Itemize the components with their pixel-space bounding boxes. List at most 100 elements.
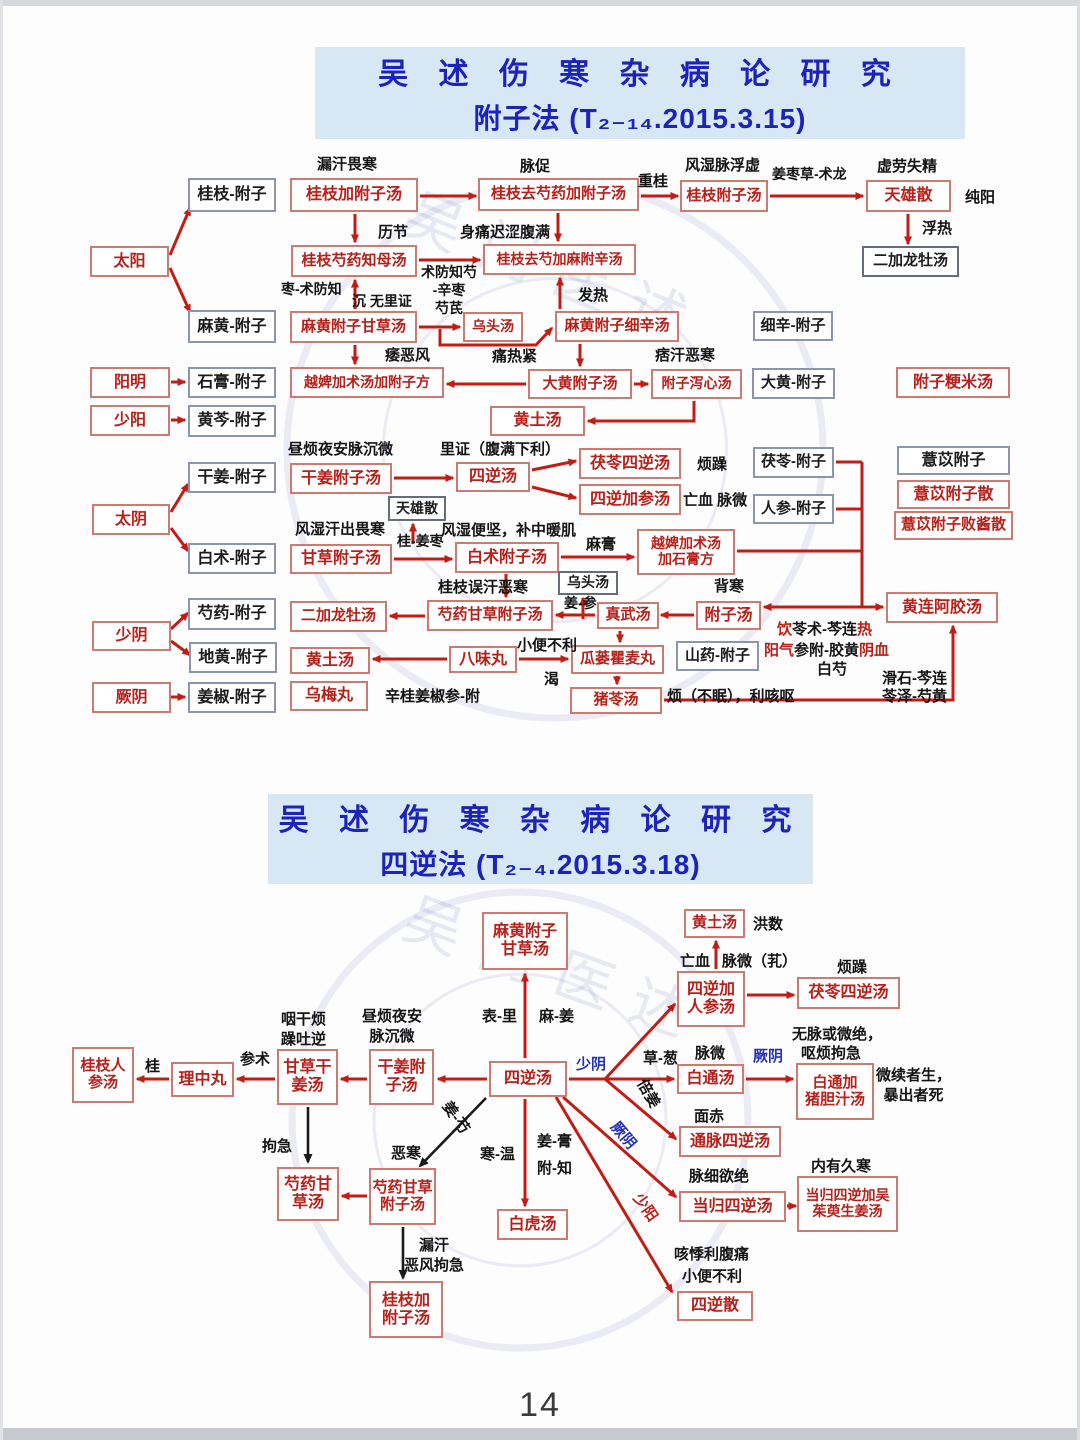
gui-jiangzao-label: 桂-姜枣 [397, 533, 444, 549]
tianxiong-san-box: 天雄散 [866, 180, 951, 212]
xingui-jiangjiao-shen-fu-label: 辛桂姜椒参-附 [385, 688, 480, 705]
wutou-tang-box: 乌头汤 [463, 312, 523, 342]
baitong-tang-box: 白通汤 [677, 1064, 744, 1094]
maiwei2-label: 脉微 [695, 1045, 726, 1062]
sini-tang2-box: 四逆汤 [489, 1061, 567, 1097]
juji2-label: 拘急 [262, 1138, 293, 1155]
shen-zhu-label: 参术 [240, 1051, 271, 1068]
dahuang-fuzi-tang-box: 大黄附子汤 [528, 369, 632, 399]
diagram1-arrow-28 [169, 611, 190, 631]
lizhong-wan-box: 理中丸 [171, 1062, 234, 1097]
ke-ji-li-futong-label: 咳悸利腹痛 [674, 1246, 750, 1263]
gancao-ganjiang-tang-line-0: 甘草干 [283, 1059, 332, 1077]
zhenwu-tang-box: 真武汤 [597, 602, 659, 629]
xulao-shijing-label: 虚劳失精 [877, 158, 938, 175]
fan-bumian-li-ke-ou-label: 烦（不眠），利咳呕 [667, 688, 795, 705]
diagram1-title-line1: 吴 述 伤 寒 杂 病 论 研 究 [378, 58, 902, 91]
yuebi-jiazhu-shigao-fang-line-0: 越婢加术汤 [651, 535, 721, 552]
zhoufan-yean-maichenwei2-line-0: 昼烦夜安 [362, 1008, 423, 1025]
diagram1-arrow-40 [664, 624, 957, 702]
han-wen-label: 寒-温 [480, 1146, 515, 1163]
wumai-huo-weijue-label: 无脉或微绝， [792, 1026, 883, 1043]
yiyi-fuzi-baijiang-san-box: 薏苡附子败酱散 [894, 511, 1013, 540]
fuzi-xiexin-tang-box: 附子泻心汤 [651, 369, 742, 399]
sini-jia-renshen-tang-line-0: 四逆加 [686, 981, 735, 999]
shaoyao-gancao-tang-line-0: 芍药甘 [283, 1176, 332, 1194]
diagram1-arrow-0 [168, 206, 192, 256]
diagram1-arrow-11 [438, 326, 554, 347]
mahuang-fuzi-gancao-tang-box: 麻黄附子甘草汤 [290, 311, 417, 343]
zhoufan-yean-maichenwei2-line-1: 脉沉微 [369, 1027, 415, 1045]
lingze-shaohuang-label: 苓泽-芍黄 [882, 688, 947, 705]
erjia-longmu-tang2-box: 二加龙牡汤 [290, 601, 387, 632]
weixu-zhesheng-line-0: 微续者生， [876, 1067, 952, 1084]
guizhi-qushao-jia-mafuxin-tang-box: 桂枝去芍加麻附辛汤 [483, 244, 636, 275]
diagram2-title-line1: 吴 述 伤 寒 杂 病 论 研 究 [278, 804, 803, 837]
mahuang-fuzi-box: 麻黄-附子 [188, 310, 276, 343]
tongmai-sini-tang-box: 通脉四逆汤 [679, 1126, 781, 1157]
guizhi-jia-fuzi-tang2-line-1: 附子汤 [381, 1309, 430, 1327]
ganjiang-fuzi-tang2-box: 干姜附子汤 [369, 1049, 434, 1105]
danggui-sini-jia-wuzhuyu-box: 当归四逆加吴茱萸生姜汤 [797, 1176, 898, 1232]
zhoufan-yean-maichenwei-label: 昼烦夜安脉沉微 [288, 441, 394, 458]
louhan-efeng-juji-line-0: 漏汗 [419, 1237, 450, 1254]
xiaobian-buli-label: 小便不利 [517, 637, 578, 654]
mahuang-fuzi-xixin-tang-box: 麻黄附子细辛汤 [555, 311, 679, 342]
chonggui-label: 重桂 [638, 173, 669, 190]
pi-han-ehan-label: 痞汗恶寒 [655, 347, 716, 364]
guizhi-fuzi-tang-box: 桂枝附子汤 [680, 180, 768, 212]
scan-edge-left [0, 0, 3, 1440]
watermark-circle-1-0 [288, 888, 752, 1352]
zao-shufangzhi-label: 枣-术防知 [281, 281, 342, 297]
biao-li-label: 表-里 [482, 1008, 517, 1025]
guizhi-jia-fuzi-tang-box: 桂枝加附子汤 [290, 178, 418, 212]
shaoyao-gancao-fuzi-tang-box: 芍药甘草附子汤 [427, 600, 553, 631]
baizhu-fuzi-tang-box: 白术附子汤 [455, 542, 559, 573]
jiangzaocao-shulong-label: 姜枣草-术龙 [772, 166, 847, 182]
lijie-label: 历节 [378, 224, 409, 241]
diagram1-title: 吴 述 伤 寒 杂 病 论 研 究 附子法 (T₂₋₁₄.2015.3.15) [315, 47, 965, 139]
guizhi-renshen-tang-line-1: 参汤 [87, 1074, 118, 1091]
bawei-wan-box: 八味丸 [449, 646, 517, 673]
diagram1-arrow-1 [168, 267, 192, 314]
yangqi-shenfu-jiaohuang-yinxue-run-2: 阴血 [859, 642, 890, 659]
fuzi-gengmi-tang-box: 附子粳米汤 [896, 367, 1010, 398]
guizhi-renshen-tang-line-0: 桂枝人 [80, 1057, 126, 1075]
weixu-zhesheng-label: 微续者生，暴出者死 [876, 1066, 951, 1105]
yangqi-shenfu-jiaohuang-yinxue-run-0: 阳气 [764, 642, 795, 659]
baitong-jia-zhudanzhi-tang-box: 白通加猪胆汁汤 [796, 1063, 874, 1120]
diagram2-arrow-18 [554, 1096, 674, 1294]
shanyao-fuzi-box: 山药-附子 [676, 641, 759, 671]
fengshi-bianjian-buzhong-label: 风湿便坚，补中暖肌 [441, 522, 577, 539]
maixi-yujue-label: 脉细欲绝 [689, 1168, 750, 1185]
xiaobian-buli2-label: 小便不利 [682, 1268, 743, 1285]
baihu-tang-box: 白虎汤 [497, 1209, 568, 1240]
fanzao-label: 烦躁 [697, 456, 728, 473]
jueyin-box: 厥阴 [92, 682, 171, 713]
page-number: 14 [519, 1386, 561, 1424]
yangan-fanzao-tuni-line-0: 咽干烦 [281, 1011, 327, 1028]
shufangzhishao-xinzao-line-2: 芍芪 [435, 300, 463, 317]
shaoyin2-label: 少阴 [576, 1056, 607, 1073]
yangqi-shenfu-jiaohuang-yinxue-run-1: 参附-胶黄 [794, 642, 860, 659]
diagram1-arrow-29 [170, 639, 192, 657]
guizhi-jia-fuzi-tang2-line-0: 桂枝加 [381, 1291, 430, 1309]
ke-label: 渴 [544, 671, 560, 688]
yiyi-fuzi-san-box: 薏苡附子散 [897, 480, 1010, 509]
mahuang-fuzi-gancao-tang2-box: 麻黄附子甘草汤 [482, 912, 568, 970]
ganjiang-fuzi-tang-box: 干姜附子汤 [290, 463, 392, 494]
beihan-label: 背寒 [714, 578, 745, 595]
shufangzhishao-xinzao-line-0: 术防知芍 [421, 264, 477, 280]
diagram2-arrow-6 [418, 1097, 487, 1168]
yangan-fanzao-tuni-label: 咽干烦躁吐逆 [281, 1010, 326, 1049]
dahuang-fuzi-box: 大黄-附子 [752, 368, 835, 399]
gancao-fuzi-tang-box: 甘草附子汤 [290, 544, 392, 574]
shentong-chise-fuman-label: 身痛迟涩腹满 [460, 224, 551, 241]
louhan-efeng-juji-label: 漏汗恶风拘急 [404, 1236, 464, 1275]
diagram2-title: 吴 述 伤 寒 杂 病 论 研 究 四逆法 (T₂₋₄.2015.3.18) [268, 794, 813, 884]
wei-efeng-label: 痿恶风 [385, 347, 431, 364]
jiang-shao-label: 姜-芍 [438, 1098, 473, 1137]
zhuling-tang-box: 猪苓汤 [570, 687, 662, 714]
shaoyao-fuzi-box: 芍药-附子 [188, 598, 276, 630]
